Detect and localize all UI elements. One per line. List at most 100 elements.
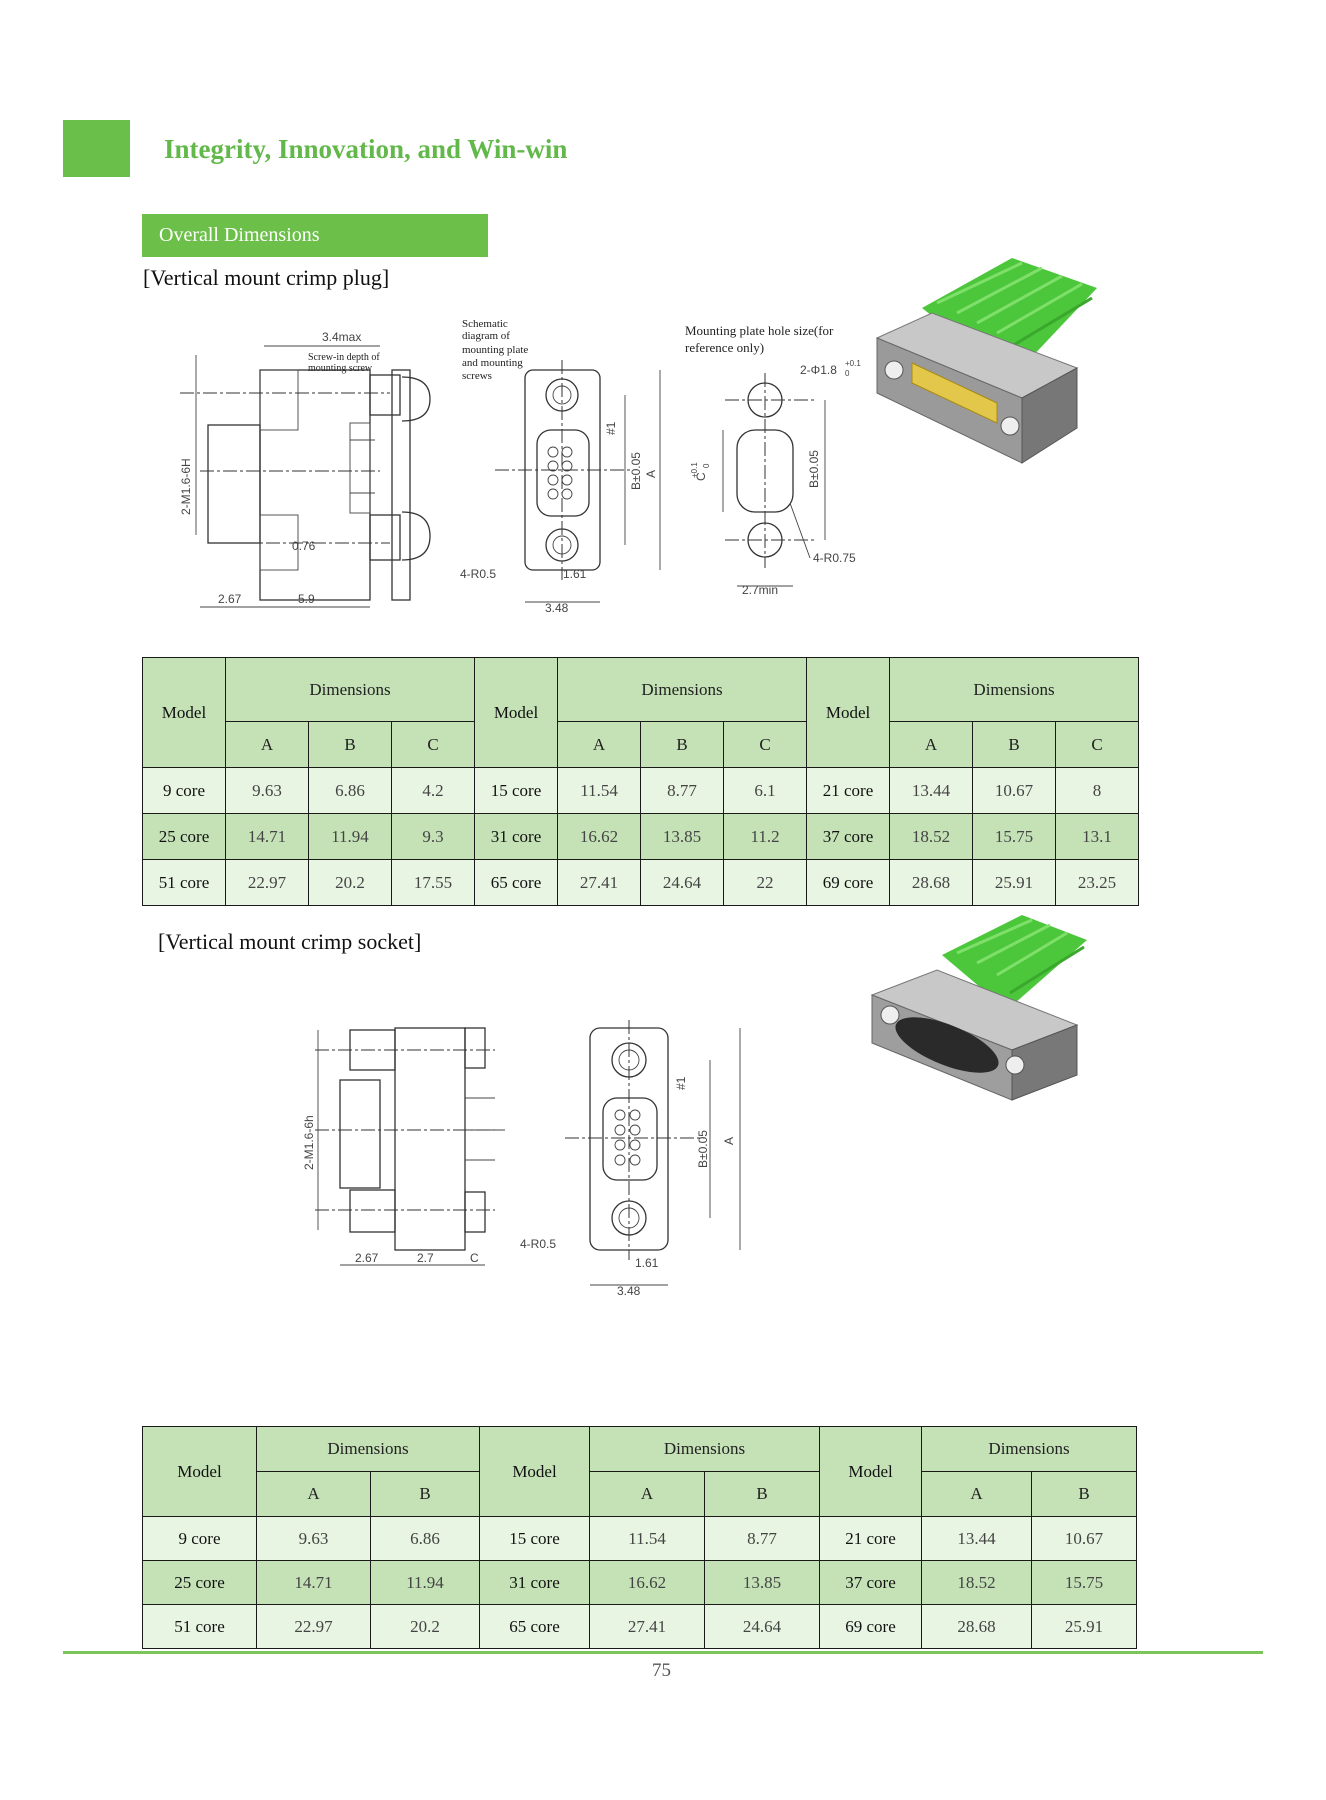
cell-a: 14.71 [256, 1560, 371, 1605]
screw-bore-bottom [349, 1189, 396, 1233]
dim-1-61: 1.61 [563, 567, 587, 581]
cell-b: 13.85 [704, 1560, 821, 1605]
cell-b: 13.85 [640, 813, 725, 860]
table-row: 25 core 14.71 11.94 31 core 16.62 13.85 … [142, 1560, 1138, 1605]
contact-pins [911, 362, 998, 424]
dim-r0-5: 4-R0.5 [460, 567, 496, 581]
screw-head-bottom [369, 514, 401, 561]
note-schematic-3: mounting plate [462, 344, 528, 356]
header-dimensions: Dimensions [921, 1426, 1138, 1472]
flange-top [464, 1027, 486, 1069]
contact-area [349, 422, 371, 514]
cell-model: 21 core [806, 767, 891, 814]
cell-c: 13.1 [1055, 813, 1140, 860]
wire-bundle [922, 258, 1097, 378]
cell-c: 8 [1055, 767, 1140, 814]
cell-a: 11.54 [557, 767, 642, 814]
dim-a: A [722, 1137, 736, 1145]
section-header: Overall Dimensions [142, 214, 488, 257]
screw-head-top [369, 374, 401, 416]
cell-a: 11.54 [589, 1516, 706, 1561]
dim-2-7min: 2.7min [742, 583, 778, 597]
socket-shell-front [339, 1079, 381, 1189]
socket-heading: [Vertical mount crimp socket] [158, 929, 422, 954]
dim-hole-tol: +0.1 [845, 359, 861, 368]
plug-dimensions-table: Model Dimensions Model Dimensions Model … [142, 657, 1140, 906]
plug-heading: [Vertical mount crimp plug] [143, 265, 390, 290]
plug-product-image [875, 258, 1097, 464]
screw-bore-top [259, 369, 299, 431]
cell-b: 10.67 [972, 767, 1057, 814]
screw-cap-bottom [401, 511, 431, 561]
cell-b: 24.64 [704, 1604, 821, 1649]
cell-a: 18.52 [889, 813, 974, 860]
page-slogan: Integrity, Innovation, and Win-win [164, 134, 568, 164]
cell-b: 24.64 [640, 859, 725, 906]
cell-c: 22 [723, 859, 808, 906]
connector-side [1021, 367, 1078, 464]
mount-screw-right [1005, 1055, 1025, 1075]
plug-side-view-drawing: 3.4max Screw-in depth of mounting screw … [179, 318, 528, 608]
cell-b: 8.77 [704, 1516, 821, 1561]
mount-screw-right [1000, 416, 1020, 436]
header-model: Model [819, 1426, 923, 1517]
col-b: B [369, 1471, 481, 1517]
flange-bottom [464, 1191, 486, 1233]
cell-b: 8.77 [640, 767, 725, 814]
header-model: Model [142, 657, 226, 768]
cell-model: 51 core [142, 859, 226, 906]
cell-c: 23.25 [1055, 859, 1140, 906]
dim-thread: 2-M1.6-6H [179, 458, 193, 515]
cell-a: 14.71 [225, 813, 309, 860]
cell-c: 4.2 [390, 767, 476, 814]
dim-r0-75: 4-R0.75 [813, 551, 856, 565]
socket-body [394, 1027, 466, 1251]
contact-insert [536, 429, 590, 517]
cell-a: 13.44 [921, 1516, 1033, 1561]
col-c: C [1055, 721, 1140, 768]
footer-divider [63, 1651, 1263, 1654]
cell-model: 37 core [819, 1560, 923, 1605]
dim-5-9: 5.9 [298, 592, 315, 606]
cell-b: 11.94 [308, 813, 392, 860]
cell-b: 25.91 [1031, 1604, 1138, 1649]
cell-model: 15 core [479, 1516, 591, 1561]
hole-note-1: Mounting plate hole size(for [685, 323, 834, 338]
dim-2-67: 2.67 [355, 1251, 379, 1265]
cell-a: 22.97 [256, 1604, 371, 1649]
dim-c-sub: 0 [702, 463, 711, 468]
header-dimensions: Dimensions [557, 657, 808, 722]
mounting-hole-drawing: Mounting plate hole size(for reference o… [685, 323, 861, 597]
col-a: A [225, 721, 309, 768]
cell-model: 31 core [479, 1560, 591, 1605]
socket-product-image [870, 915, 1087, 1101]
cell-model: 15 core [474, 767, 559, 814]
cell-c: 6.1 [723, 767, 808, 814]
header-dimensions: Dimensions [224, 657, 476, 722]
cell-c: 9.3 [390, 813, 476, 860]
connector-side [1011, 1024, 1078, 1101]
dim-c: C [694, 472, 708, 481]
dim-b-tol: B±0.05 [807, 450, 821, 488]
plug-front-view-drawing: #1 B±0.05 A 4-R0.5 1.61 3.48 [460, 360, 661, 615]
cell-model: 9 core [142, 767, 226, 814]
dim-a: A [644, 470, 658, 478]
cell-b: 6.86 [369, 1516, 481, 1561]
note-screw-depth-2: mounting screw [308, 363, 373, 374]
dim-2-67: 2.67 [218, 592, 242, 606]
col-b: B [308, 721, 392, 768]
note-schematic-5: screws [462, 370, 492, 382]
header-dimensions: Dimensions [589, 1426, 821, 1472]
hole-note-2: reference only) [685, 340, 764, 355]
col-a: A [589, 1471, 706, 1517]
table-row: 9 core 9.63 6.86 15 core 11.54 8.77 21 c… [142, 1516, 1138, 1561]
col-b: B [704, 1471, 821, 1517]
cell-model: 25 core [142, 813, 226, 860]
socket-dimensions-table: Model Dimensions Model Dimensions Model … [142, 1426, 1138, 1649]
dim-c-sup: +0.1 [690, 462, 699, 478]
note-schematic-1: Schematic [462, 318, 508, 330]
cell-a: 27.41 [589, 1604, 706, 1649]
cell-b: 15.75 [1031, 1560, 1138, 1605]
col-c: C [390, 721, 476, 768]
dim-0-76: 0.76 [292, 539, 316, 553]
